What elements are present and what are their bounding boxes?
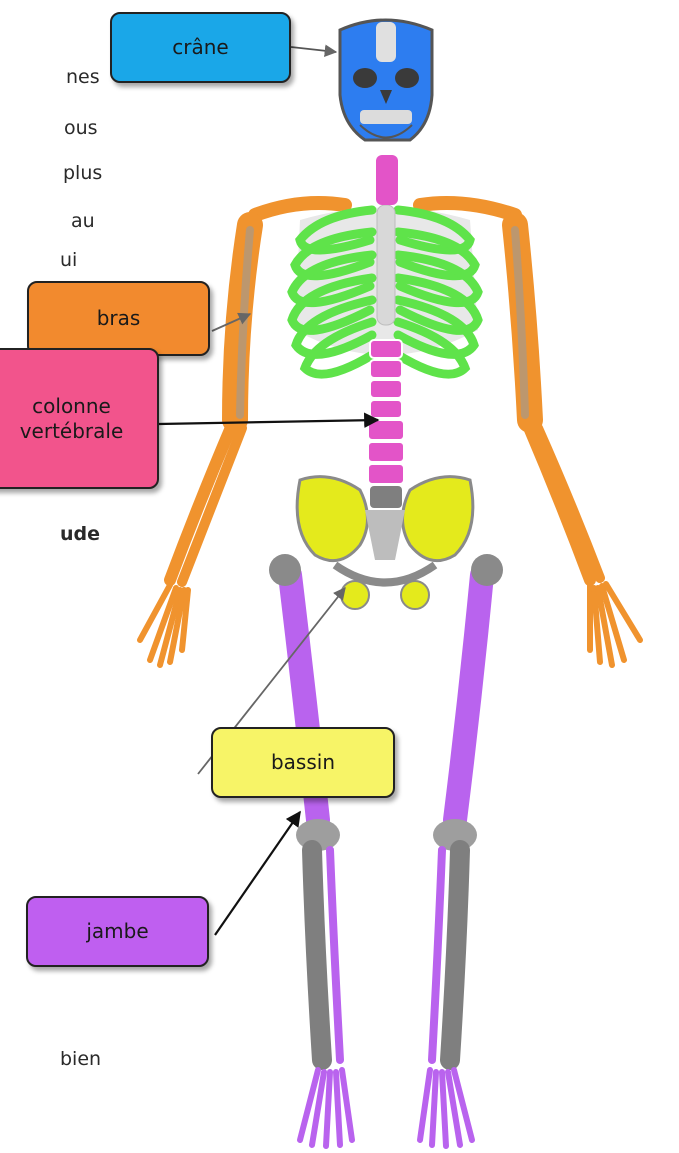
label-bras: bras [27, 281, 210, 356]
label-bassin: bassin [211, 727, 395, 798]
label-jambe: jambe [26, 896, 209, 967]
label-colonne-vertebrale: colonne vertébrale [0, 348, 159, 489]
leg-bones [269, 554, 503, 1146]
leader-colonne [159, 420, 378, 424]
leader-crane [291, 47, 336, 52]
label-crane: crâne [110, 12, 291, 83]
leader-jambe [215, 812, 300, 935]
label-jambe-text: jambe [86, 919, 148, 944]
label-crane-text: crâne [172, 35, 228, 60]
skull [340, 20, 432, 140]
label-bassin-text: bassin [271, 750, 335, 775]
label-colonne-line2: vertébrale [20, 419, 124, 444]
label-colonne-line1: colonne [32, 394, 111, 419]
label-bras-text: bras [97, 306, 141, 331]
